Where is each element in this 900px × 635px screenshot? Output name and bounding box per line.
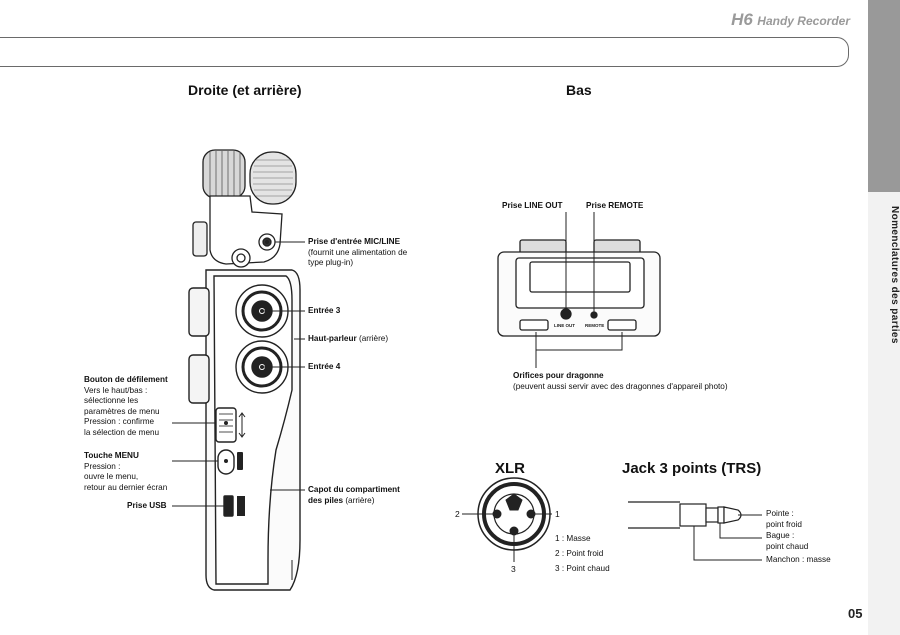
- mic-capsule-graphic: [192, 149, 297, 268]
- label-scroll-button: Bouton de défilement Vers le haut/bas : …: [84, 375, 184, 438]
- speaker-title: Haut-parleur: [308, 334, 357, 343]
- scroll-line5: la sélection de menu: [84, 427, 160, 437]
- trs-title: Jack 3 points (TRS): [622, 460, 762, 477]
- label-mic-line: Prise d'entrée MIC/LINE (fournit une ali…: [308, 237, 448, 269]
- page-number: 05: [848, 606, 863, 621]
- brand-name: Handy Recorder: [757, 14, 850, 28]
- xlr-connector-graphic: [477, 477, 551, 551]
- speaker-note: (arrière): [358, 334, 389, 343]
- label-trs-sleeve: Manchon : masse: [766, 555, 831, 564]
- menu-line1: Pression :: [84, 461, 121, 471]
- scroll-line1: Vers le haut/bas :: [84, 385, 148, 395]
- mic-line-note2: type plug-in): [308, 258, 354, 267]
- label-trs-tip: Pointe : point froid: [766, 509, 802, 530]
- remote-title: Prise REMOTE: [586, 201, 644, 210]
- bottom-view-title: Bas: [566, 82, 592, 98]
- strap-note: (peuvent aussi servir avec des dragonnes…: [513, 381, 728, 391]
- xlr-legend-3: 3 : Point chaud: [555, 564, 610, 573]
- xlr-legend-2: 2 : Point froid: [555, 549, 604, 558]
- side-tab-label: Nomenclatures des parties: [889, 206, 900, 344]
- label-input4: Entrée 4: [308, 362, 340, 373]
- label-line-out: Prise LINE OUT: [502, 201, 563, 212]
- scroll-line3: paramètres de menu: [84, 406, 160, 416]
- side-tab-marker: [868, 0, 900, 192]
- scroll-line4: Pression : confirme: [84, 417, 155, 426]
- xlr-pin3: 3: [511, 564, 516, 574]
- trs-jack-graphic: [628, 501, 742, 529]
- device-remote-print: REMOTE: [585, 323, 605, 328]
- battery-note: (arrière): [345, 495, 375, 505]
- trs-tip-line2: point froid: [766, 519, 802, 529]
- scroll-title: Bouton de défilement: [84, 375, 168, 384]
- trs-ring-line1: Bague :: [766, 531, 795, 540]
- input4-title: Entrée 4: [308, 362, 341, 371]
- device-line-out-print: LINE OUT: [554, 323, 575, 328]
- label-battery-cover: Capot du compartiment des piles (arrière…: [308, 485, 428, 506]
- recorder-body-graphic: [188, 269, 301, 591]
- strap-title: Orifices pour dragonne: [513, 371, 604, 380]
- mic-line-note1: (fournit une alimentation de: [308, 247, 408, 257]
- recorder-side-illustration: 2 1 3: [172, 149, 762, 591]
- brand-model: H6: [731, 10, 753, 29]
- menu-title: Touche MENU: [84, 451, 139, 460]
- label-input3: Entrée 3: [308, 306, 340, 317]
- battery-line2: des piles: [308, 495, 344, 505]
- trs-tip-line1: Pointe :: [766, 509, 794, 518]
- line-out-title: Prise LINE OUT: [502, 201, 563, 210]
- header-bar: [0, 37, 849, 67]
- battery-title: Capot du compartiment: [308, 485, 400, 494]
- input3-title: Entrée 3: [308, 306, 341, 315]
- usb-title: Prise USB: [127, 501, 167, 510]
- label-strap-holes: Orifices pour dragonne (peuvent aussi se…: [513, 371, 783, 392]
- menu-line2: ouvre le menu,: [84, 472, 139, 481]
- xlr-pin2: 2: [455, 509, 460, 519]
- label-usb: Prise USB: [127, 501, 167, 512]
- mic-line-title: Prise d'entrée MIC/LINE: [308, 237, 401, 246]
- right-view-title: Droite (et arrière): [188, 82, 302, 98]
- label-trs-ring: Bague : point chaud: [766, 531, 808, 552]
- recorder-bottom-graphic: [497, 239, 661, 337]
- xlr-legend-1: 1 : Masse: [555, 534, 591, 543]
- menu-line3: retour au dernier écran: [84, 482, 168, 492]
- label-speaker: Haut-parleur (arrière): [308, 334, 388, 345]
- trs-ring-line2: point chaud: [766, 541, 809, 551]
- label-menu-key: Touche MENU Pression : ouvre le menu, re…: [84, 451, 184, 493]
- xlr-pin1: 1: [555, 509, 560, 519]
- label-remote: Prise REMOTE: [586, 201, 643, 212]
- scroll-line2: sélectionne les: [84, 396, 139, 405]
- xlr-title: XLR: [495, 460, 525, 477]
- brand-title: H6 Handy Recorder: [731, 10, 850, 30]
- leader-lines-right: [172, 241, 305, 507]
